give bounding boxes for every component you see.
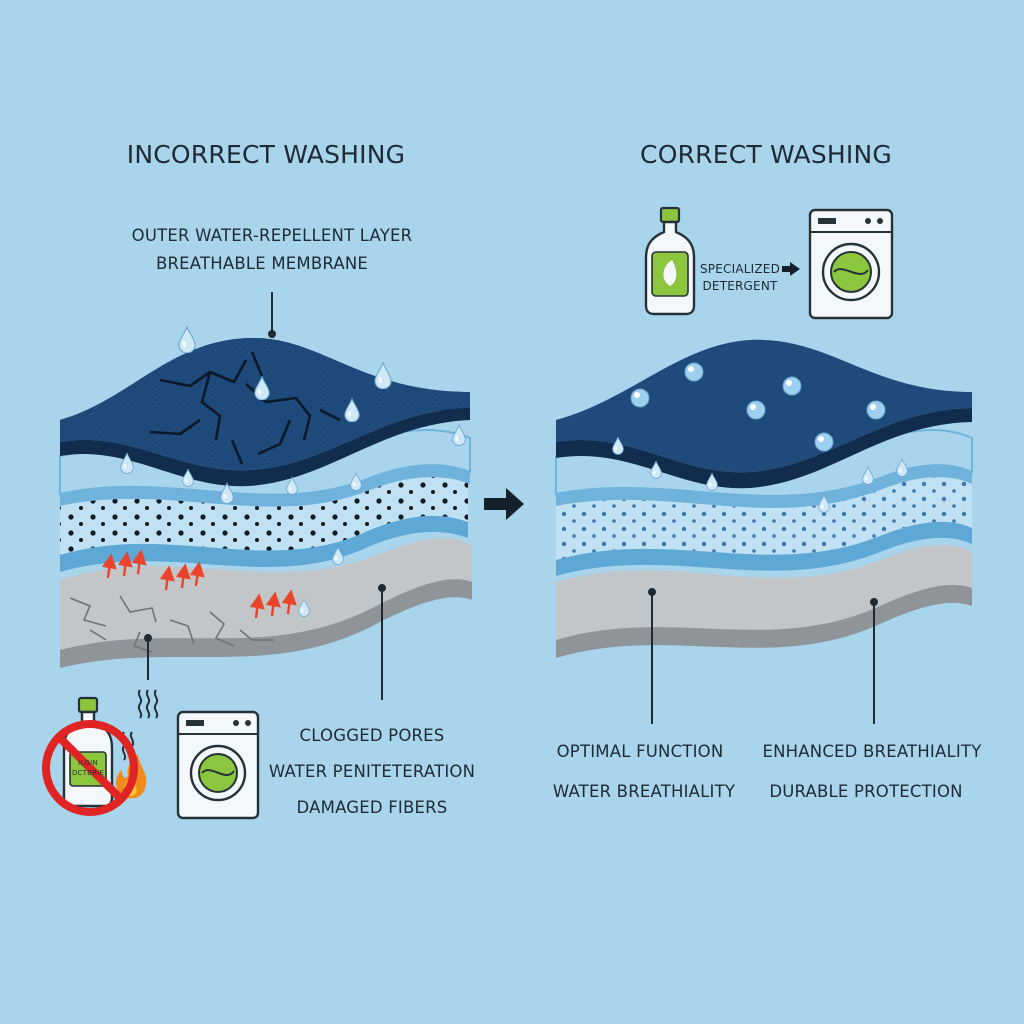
detergent-to-washer-arrow-icon — [782, 262, 800, 276]
left-pointer-lines — [144, 292, 386, 700]
detergent-label: DETERGENT — [702, 279, 778, 293]
right-beaded-droplets — [612, 362, 908, 513]
effect-water-penetration: WATER PENITETERATION — [268, 762, 476, 781]
correct-washing-title: CORRECT WASHING — [640, 140, 892, 169]
membrane-label: BREATHABLE MEMBRANE — [155, 254, 369, 273]
effect-damaged-fibers: DAMAGED FIBERS — [296, 798, 448, 817]
left-outer-layer — [60, 337, 470, 487]
right-liner-layer — [556, 545, 972, 658]
benefit-optimal-function: OPTIMAL FUNCTION — [556, 742, 724, 761]
leaf-icon — [663, 260, 677, 286]
benefit-durable-protection: DURABLE PROTECTION — [769, 782, 963, 801]
specialized-label: SPECIALIZED — [699, 262, 781, 276]
bottle-text-1: ILGIN — [78, 759, 98, 767]
right-arrow-icon — [484, 488, 524, 520]
eco-detergent-bottle-icon — [644, 206, 696, 316]
benefit-water-breathiality: WATER BREATHIALITY — [552, 782, 736, 801]
effect-clogged-pores: CLOGGED PORES — [299, 726, 445, 745]
outer-layer-label: OUTER WATER-REPELLENT LAYER — [131, 226, 413, 245]
bottle-text-2: DCTBRIE — [71, 769, 105, 777]
incorrect-washing-title: INCORRECT WASHING — [126, 140, 406, 169]
heat-damage-arrows — [101, 549, 297, 619]
no-symbol-icon — [42, 720, 138, 816]
left-liner-layer — [60, 538, 472, 668]
washing-machine-icon — [808, 208, 894, 320]
benefit-enhanced-breathiality: ENHANCED BREATHIALITY — [762, 742, 982, 761]
left-washing-machine-icon — [176, 710, 260, 820]
incorrect-layer-stack — [59, 292, 472, 700]
correct-layer-stack — [555, 339, 973, 724]
right-pointer-lines — [648, 588, 878, 724]
